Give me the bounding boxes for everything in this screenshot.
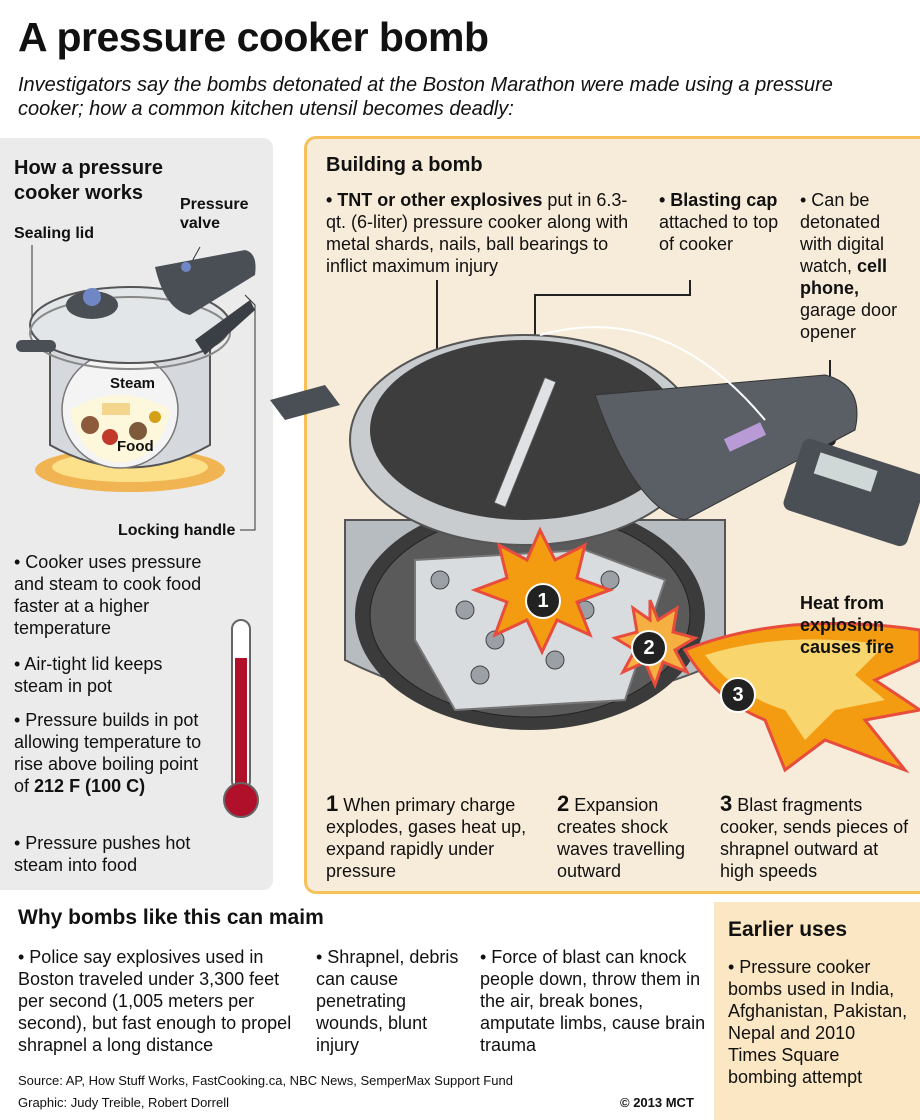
- detonator-text-end: garage door opener: [800, 300, 898, 342]
- why-bullet-3: • Force of blast can knock people down, …: [480, 947, 706, 1055]
- explosives-bold: • TNT or other explosives: [326, 190, 543, 210]
- pressure-cooker-diagram: [16, 245, 256, 531]
- earlier-uses-panel: [714, 902, 920, 1120]
- locking-handle-label: Locking handle: [118, 522, 236, 539]
- copyright: © 2013 MCT: [620, 1095, 694, 1110]
- step-2-number: 2: [557, 791, 570, 816]
- marker-3: 3: [720, 677, 756, 713]
- build-bullet-detonator: • Can be detonated with digital watch, c…: [800, 189, 910, 343]
- marker-2: 2: [631, 630, 667, 666]
- earlier-uses-heading: Earlier uses: [728, 918, 848, 941]
- how-bullet-2: • Air-tight lid keeps steam in pot: [14, 654, 163, 696]
- why-maim-heading: Why bombs like this can maim: [18, 906, 324, 929]
- why-bullet-1: • Police say explosives used in Boston t…: [18, 947, 292, 1055]
- step-1: 1 When primary charge explodes, gases he…: [326, 793, 546, 882]
- why-bullet-2: • Shrapnel, debris can cause penetrating…: [316, 947, 459, 1055]
- page-title: A pressure cooker bomb: [18, 14, 489, 60]
- marker-1: 1: [525, 583, 561, 619]
- page-subtitle: Investigators say the bombs detonated at…: [18, 74, 833, 120]
- food-label: Food: [117, 438, 154, 455]
- explosives-text: put in 6.3- qt. (6-liter) pressure cooke…: [326, 190, 629, 276]
- earlier-uses-text: • Pressure cooker bombs used in India, A…: [728, 957, 908, 1087]
- boiling-point-value: 212 F (100 C): [34, 776, 146, 796]
- pressure-valve-label: Pressure valve: [180, 196, 249, 232]
- build-bullet-blasting-cap: • Blasting cap attached to top of cooker: [659, 189, 779, 255]
- cell-phone-bold: cell phone,: [800, 256, 888, 298]
- step-3: 3 Blast fragments cooker, sends pieces o…: [720, 793, 910, 882]
- source-credit: Source: AP, How Stuff Works, FastCooking…: [18, 1073, 513, 1088]
- blasting-cap-text: attached to top of cooker: [659, 212, 779, 254]
- step-1-text: When primary charge explodes, gases heat…: [326, 795, 527, 881]
- how-bullet-4: • Pressure pushes hot steam into food: [14, 833, 191, 875]
- bomb-cutaway-diagram: [270, 280, 920, 774]
- how-it-works-heading: How a pressure cooker works: [14, 157, 163, 204]
- blasting-cap-bold: • Blasting cap: [659, 190, 778, 210]
- detonator-text: • Can be detonated with digital watch,: [800, 190, 885, 276]
- steam-label: Steam: [110, 375, 156, 392]
- step-1-number: 1: [326, 791, 339, 816]
- step-2: 2 Expansion creates shock waves travelli…: [557, 793, 707, 882]
- sealing-lid-label: Sealing lid: [14, 225, 95, 242]
- how-bullet-3: • Pressure builds in pot allowing temper…: [14, 709, 214, 797]
- thermometer-icon: [223, 619, 259, 818]
- graphic-credit: Graphic: Judy Treible, Robert Dorrell: [18, 1095, 229, 1110]
- step-3-text: Blast fragments cooker, sends pieces of …: [720, 795, 909, 881]
- heat-from-explosion-label: Heat from explosion causes fire: [800, 593, 895, 657]
- step-3-number: 3: [720, 791, 733, 816]
- building-bomb-heading: Building a bomb: [326, 154, 483, 176]
- how-bullet-3-text: • Pressure builds in pot allowing temper…: [14, 710, 202, 796]
- step-2-text: Expansion creates shock waves travelling…: [557, 795, 686, 881]
- build-bullet-explosives: • TNT or other explosives put in 6.3- qt…: [326, 189, 636, 277]
- how-bullet-1: • Cooker uses pressure and steam to cook…: [14, 552, 202, 638]
